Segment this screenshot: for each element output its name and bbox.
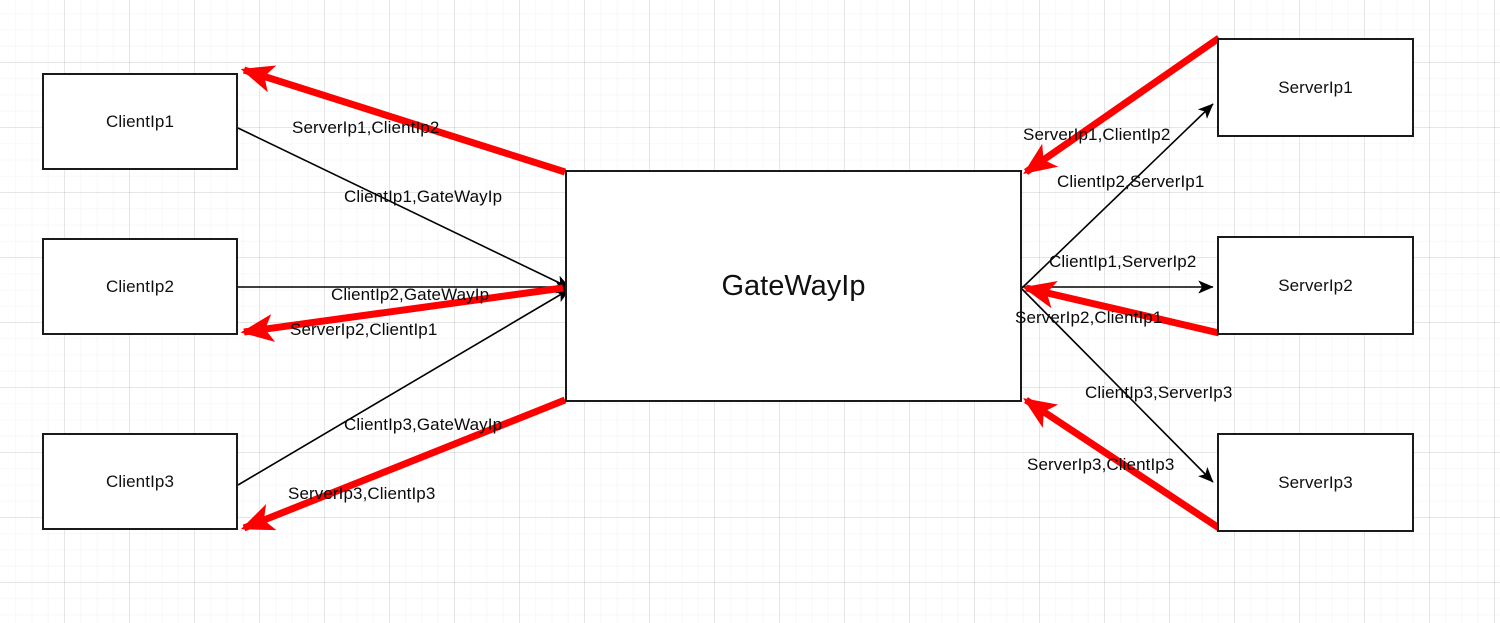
edge-label-e-gw-to-server2: ClientIp1,ServerIp2: [1049, 252, 1197, 271]
node-server3[interactable]: ServerIp3: [1217, 433, 1414, 532]
edge-e-client1-to-gw: [237, 127, 571, 289]
edge-label-e-gw-to-server3: ClientIp3,ServerIp3: [1085, 383, 1233, 402]
edge-label-e-gw-to-server1: ServerIp1,ClientIp2: [1023, 125, 1171, 144]
edge-label-e-client3-to-gw: ClientIp3,GateWayIp: [344, 415, 503, 434]
node-client1[interactable]: ClientIp1: [42, 73, 238, 170]
node-client3[interactable]: ClientIp3: [42, 433, 238, 530]
edge-label-e-gw-to-client1: ServerIp1,ClientIp2: [292, 118, 440, 137]
edge-e-client3-to-gw: [237, 288, 571, 486]
node-label-server3: ServerIp3: [1278, 472, 1353, 492]
edge-label-e-gw-to-client3: ServerIp3,ClientIp3: [288, 484, 436, 503]
node-label-server1: ServerIp1: [1278, 77, 1353, 97]
edge-label-e-client2-to-gw: ClientIp2,GateWayIp: [331, 285, 490, 304]
node-label-client1: ClientIp1: [106, 111, 174, 131]
edge-label-e-client1-to-gw: ClientIp1,GateWayIp: [344, 187, 503, 206]
node-label-client3: ClientIp3: [106, 471, 174, 491]
node-server1[interactable]: ServerIp1: [1217, 38, 1414, 137]
edge-label-e-server2-to-gw: ServerIp2,ClientIp1: [1015, 308, 1163, 327]
edge-label-e-gw-to-client2: ServerIp2,ClientIp1: [290, 320, 438, 339]
node-server2[interactable]: ServerIp2: [1217, 236, 1414, 335]
edge-e-gw-to-server1: [1023, 35, 1221, 175]
node-label-gateway: GateWayIp: [721, 269, 866, 302]
node-label-server2: ServerIp2: [1278, 275, 1353, 295]
node-gateway[interactable]: GateWayIp: [565, 170, 1022, 402]
node-client2[interactable]: ClientIp2: [42, 238, 238, 335]
node-label-client2: ClientIp2: [106, 276, 174, 296]
edge-label-e-server1-edge: ClientIp2,ServerIp1: [1057, 172, 1205, 191]
edge-label-e-server3-to-gw: ServerIp3,ClientIp3: [1027, 455, 1175, 474]
